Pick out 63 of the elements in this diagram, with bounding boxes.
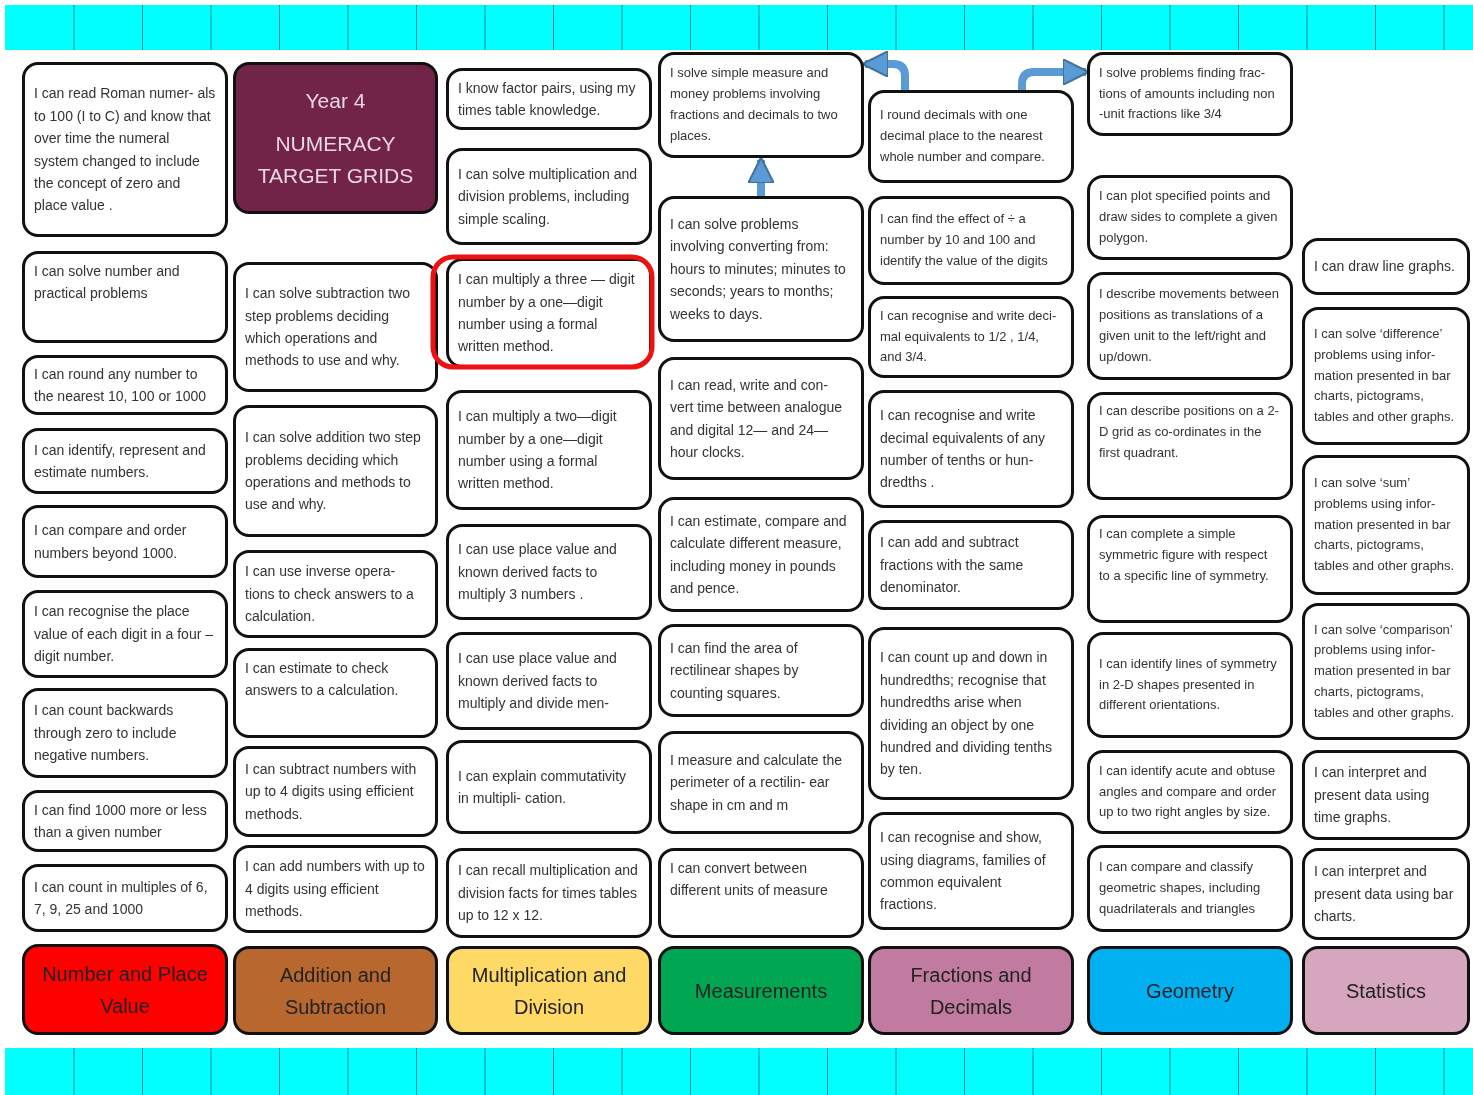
goal-card: I can recognise and show, using diagrams, families of common equivalent fractions.	[868, 812, 1074, 930]
goal-card: I round decimals with one decimal place to the nearest whole number and compare.	[868, 90, 1074, 183]
goal-card: I can draw line graphs.	[1302, 238, 1470, 295]
goal-card: I can add numbers with up to 4 digits using efficient methods.	[233, 845, 438, 933]
goal-card: I can subtract numbers with up to 4 digits using efficient methods.	[233, 746, 438, 837]
goal-card: I can use place value and known derived facts to multiply and divide men-	[446, 632, 652, 730]
goal-card: I can count up and down in hundredths; recognise that hundredths arise when dividing an object by one hundred and dividing tenths by ten.	[868, 627, 1074, 800]
category-label: Geometry	[1087, 946, 1293, 1035]
goal-card: I can estimate to check answers to a calculation.	[233, 648, 438, 738]
goal-card: I solve problems finding frac- tions of amounts including non -unit fractions like 3/4	[1087, 52, 1293, 136]
category-label: Statistics	[1302, 946, 1470, 1035]
title-card	[233, 62, 438, 214]
goal-card: I can find 1000 more or less than a given number	[22, 790, 228, 852]
goal-card: I can solve number and practical problems	[22, 251, 228, 343]
goal-card: I can count backwards through zero to include negative numbers.	[22, 688, 228, 778]
category-label: Number and Place Value	[22, 944, 228, 1035]
goal-card: I can identify, represent and estimate numbers.	[22, 428, 228, 494]
goal-card: I can solve multiplication and division problems, including simple scaling.	[446, 148, 652, 245]
goal-card: I can add and subtract fractions with the same denominator.	[868, 520, 1074, 610]
goal-card: I can recall multiplication and division facts for times tables up to 12 x 12.	[446, 848, 652, 938]
category-label: Multiplication and Division	[446, 946, 652, 1035]
goal-card: I can compare and order numbers beyond 1000.	[22, 505, 228, 578]
goal-card: I can read, write and con- vert time between analogue and digital 12— and 24—hour clocks.	[658, 357, 864, 480]
goal-card: I can find the area of rectilinear shapes by counting squares.	[658, 624, 864, 717]
arrow	[861, 50, 909, 90]
goal-card: I can solve addition two step problems deciding which operations and methods to use and why.	[233, 405, 438, 537]
goal-card: I can identify lines of symmetry in 2-D shapes presented in different orientations.	[1087, 632, 1293, 738]
arrow	[747, 156, 775, 196]
goal-card: I can multiply a three — digit number by a one—digit number using a formal written method.	[446, 258, 652, 368]
goal-card: I measure and calculate the perimeter of a rectilin- ear shape in cm and m	[658, 731, 864, 834]
goal-card: I can round any number to the nearest 10, 100 or 1000	[22, 355, 228, 415]
goal-card: I can solve problems involving converting from: hours to minutes; minutes to seconds; years to months; weeks to days.	[658, 196, 864, 342]
goal-card: I describe movements between positions as translations of a given unit to the left/right and up/down.	[1087, 272, 1293, 380]
category-label: Fractions and Decimals	[868, 946, 1074, 1035]
goal-card: I can recognise and write deci- mal equivalents to 1/2 , 1/4, and 3/4.	[868, 296, 1074, 378]
goal-card: I can solve ‘comparison’ problems using infor- mation presented in bar charts, pictograms, tables and other graphs.	[1302, 603, 1470, 740]
goal-card: I can solve ‘sum’ problems using infor- mation presented in bar charts, pictograms, tables and other graphs.	[1302, 455, 1470, 595]
goal-card: I can interpret and present data using bar charts.	[1302, 848, 1470, 940]
goal-card: I can complete a simple symmetric figure with respect to a specific line of symmetry.	[1087, 515, 1293, 623]
goal-card: I can recognise and write decimal equivalents of any number of tenths or hun- dredths .	[868, 390, 1074, 508]
goal-card: I can convert between different units of measure	[658, 848, 864, 938]
goal-card: I can compare and classify geometric shapes, including quadrilaterals and triangles	[1087, 845, 1293, 932]
goal-card: I can solve ‘difference’ problems using infor- mation presented in bar charts, pictograms, tables and other graphs.	[1302, 307, 1470, 445]
goal-card: I can use place value and known derived facts to multiply 3 numbers .	[446, 524, 652, 620]
goal-card: I can explain commutativity in multipli- cation.	[446, 740, 652, 834]
goal-card: I can describe positions on a 2-D grid as co-ordinates in the first quadrant.	[1087, 392, 1293, 500]
goal-card: I can plot specified points and draw sides to complete a given polygon.	[1087, 175, 1293, 260]
goal-card: I can estimate, compare and calculate different measure, including money in pounds and pence.	[658, 497, 864, 612]
goal-card: I can read Roman numer- als to 100 (I to C) and know that over time the numeral system changed to include the concept of zero and place value .	[22, 62, 228, 237]
goal-card: I know factor pairs, using my times table knowledge.	[446, 68, 652, 130]
title-line: Year 4	[305, 87, 366, 114]
goal-card: I can count in multiples of 6, 7, 9, 25 and 1000	[22, 864, 228, 932]
goal-card: I can recognise the place value of each digit in a four –digit number.	[22, 590, 228, 678]
goal-card: I can use inverse opera- tions to check answers to a calculation.	[233, 550, 438, 638]
goal-card: I can solve subtraction two step problems deciding which operations and methods to use and why.	[233, 262, 438, 392]
category-label: Measurements	[658, 946, 864, 1035]
goal-card: I can find the effect of ÷ a number by 10 and 100 and identify the value of the digits	[868, 196, 1074, 285]
title-heading: NUMERACY TARGET GRIDS	[256, 131, 415, 189]
goal-card: I solve simple measure and money problems involving fractions and decimals to two places.	[658, 52, 864, 158]
goal-card: I can multiply a two—digit number by a one—digit number using a formal written method.	[446, 390, 652, 510]
goal-card: I can interpret and present data using time graphs.	[1302, 750, 1470, 840]
category-label: Addition and Subtraction	[233, 946, 438, 1035]
goal-card: I can identify acute and obtuse angles and compare and order up to two right angles by size.	[1087, 750, 1293, 834]
